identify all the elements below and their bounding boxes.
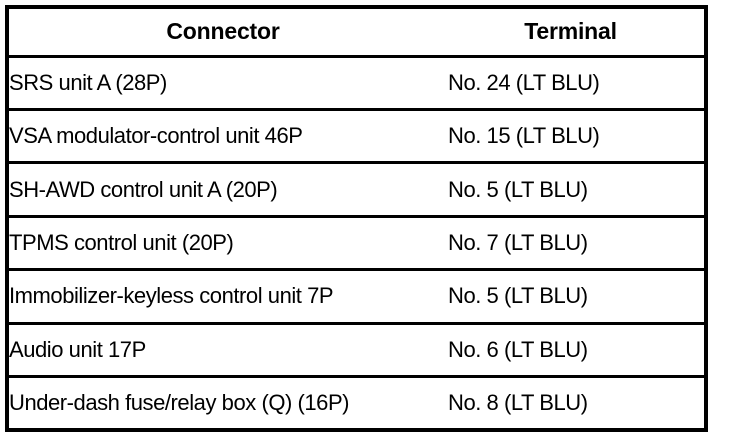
table-row: SH-AWD control unit A (20P) No. 5 (LT BL… bbox=[7, 162, 706, 218]
cell-connector: VSA modulator-control unit 46P bbox=[7, 109, 437, 165]
table-row: SRS unit A (28P) No. 24 (LT BLU) bbox=[7, 56, 706, 111]
cell-connector: Under-dash fuse/relay box (Q) (16P) bbox=[7, 376, 437, 430]
cell-terminal: No. 24 (LT BLU) bbox=[437, 56, 706, 111]
cell-terminal: No. 8 (LT BLU) bbox=[437, 376, 706, 430]
cell-terminal: No. 7 (LT BLU) bbox=[437, 216, 706, 272]
column-header-terminal: Terminal bbox=[437, 7, 706, 58]
cell-connector: SRS unit A (28P) bbox=[7, 56, 437, 111]
cell-connector: Audio unit 17P bbox=[7, 323, 437, 379]
table-header: Connector Terminal bbox=[7, 7, 706, 58]
cell-terminal: No. 5 (LT BLU) bbox=[437, 162, 706, 218]
cell-terminal: No. 6 (LT BLU) bbox=[437, 323, 706, 379]
connector-terminal-table: Connector Terminal SRS unit A (28P) No. … bbox=[5, 5, 708, 432]
table-row: Immobilizer-keyless control unit 7P No. … bbox=[7, 269, 706, 325]
cell-connector: SH-AWD control unit A (20P) bbox=[7, 162, 437, 218]
table-row: VSA modulator-control unit 46P No. 15 (L… bbox=[7, 109, 706, 165]
cell-connector: Immobilizer-keyless control unit 7P bbox=[7, 269, 437, 325]
table-header-row: Connector Terminal bbox=[7, 7, 706, 58]
cell-terminal: No. 15 (LT BLU) bbox=[437, 109, 706, 165]
column-header-connector: Connector bbox=[7, 7, 437, 58]
cell-terminal: No. 5 (LT BLU) bbox=[437, 269, 706, 325]
table-row: TPMS control unit (20P) No. 7 (LT BLU) bbox=[7, 216, 706, 272]
cell-connector: TPMS control unit (20P) bbox=[7, 216, 437, 272]
table-row: Audio unit 17P No. 6 (LT BLU) bbox=[7, 323, 706, 379]
table-body: SRS unit A (28P) No. 24 (LT BLU) VSA mod… bbox=[7, 56, 706, 430]
table-row: Under-dash fuse/relay box (Q) (16P) No. … bbox=[7, 376, 706, 430]
